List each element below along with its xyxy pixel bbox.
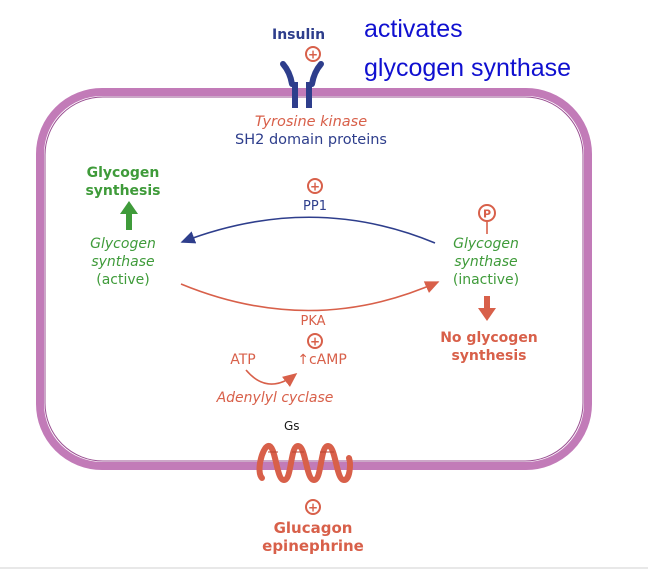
camp-label: ↑cAMP [297, 352, 347, 368]
svg-text:+: + [308, 501, 318, 515]
insulin-label: Insulin [272, 27, 325, 43]
gs-label: Gs [284, 419, 300, 433]
cell-membrane [36, 88, 592, 470]
pp1-label: PP1 [303, 199, 327, 214]
glycogen-synthase-active-line-2: synthase [91, 254, 154, 270]
sh2-domain-label: SH2 domain proteins [235, 132, 387, 148]
svg-text:P: P [483, 208, 491, 221]
pka-plus-icon: + [307, 333, 323, 349]
annotation-line-2: glycogen synthase [364, 54, 571, 82]
pp1-plus-icon: + [307, 178, 323, 194]
insulin-plus-icon: + [305, 46, 321, 62]
svg-text:+: + [308, 48, 318, 62]
glucagon-plus-icon: + [305, 499, 321, 515]
cell-membrane-inner-line [44, 96, 584, 462]
tyrosine-kinase-label: Tyrosine kinase [255, 114, 367, 130]
phosphorylation-arrow [180, 281, 440, 312]
glycogen-synthesis-line-1: Glycogen [87, 165, 160, 181]
insulin-receptor-icon [280, 61, 324, 108]
annotation-line-1: activates [364, 15, 463, 43]
glycogen-synthase-active-line-3: (active) [96, 272, 149, 288]
pka-label: PKA [300, 314, 325, 329]
down-arrow-red-icon [478, 296, 496, 321]
svg-text:+: + [310, 180, 320, 194]
gpcr-receptor-icon [256, 443, 353, 483]
atp-to-camp-arrow [245, 369, 298, 387]
glycogen-synthase-inactive-line-3: (inactive) [453, 272, 519, 288]
glycogen-synthesis-line-2: synthesis [85, 183, 160, 199]
svg-text:+: + [310, 335, 320, 349]
up-arrow-green-icon [120, 201, 138, 230]
glucagon-label: Glucagon [274, 519, 353, 537]
epinephrine-label: epinephrine [262, 537, 364, 555]
atp-label: ATP [230, 352, 255, 368]
dephosphorylation-arrow [180, 216, 436, 244]
glycogen-synthase-inactive-line-1: Glycogen [453, 236, 519, 252]
no-glycogen-synthesis-line-2: synthesis [451, 348, 526, 364]
glycogen-synthase-active-line-1: Glycogen [90, 236, 156, 252]
glycogen-synthase-inactive-line-2: synthase [454, 254, 517, 270]
no-glycogen-synthesis-line-1: No glycogen [440, 330, 538, 346]
phosphate-icon: P [478, 204, 496, 234]
adenylyl-cyclase-label: Adenylyl cyclase [216, 390, 334, 406]
